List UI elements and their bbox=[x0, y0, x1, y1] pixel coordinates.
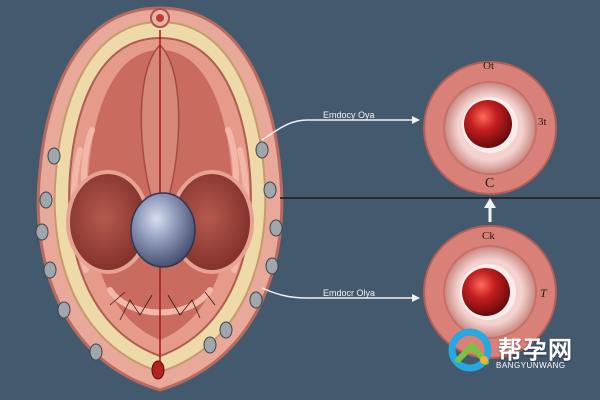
bottom-circle-right-label: T bbox=[540, 286, 547, 300]
organ-body bbox=[35, 6, 284, 392]
watermark-subtitle: BANGYUNWANG bbox=[496, 361, 566, 370]
top-stage-circle bbox=[423, 61, 557, 195]
bottom-circle-top-label: Ck bbox=[482, 230, 495, 242]
egg-cell bbox=[130, 192, 196, 268]
watermark-title: 帮孕网 bbox=[498, 336, 573, 364]
q-logo-icon bbox=[448, 328, 492, 372]
arrow-up-icon bbox=[484, 198, 496, 222]
top-node-core bbox=[156, 14, 164, 22]
top-circle-top-label: Ot bbox=[483, 60, 494, 72]
arrow-right-icon bbox=[261, 287, 420, 302]
vein-network bbox=[109, 291, 216, 321]
arrow-right-icon bbox=[261, 116, 420, 141]
top-circle-right-label: 3t bbox=[538, 116, 547, 128]
top-arrow-label: Emdocy Oya bbox=[323, 110, 375, 120]
top-circle-bottom-label: C bbox=[485, 176, 495, 191]
bottom-stage-circle bbox=[423, 225, 557, 359]
bottom-arrow-label: Emdocr Olya bbox=[323, 288, 376, 298]
cervix-node bbox=[151, 360, 165, 380]
watermark: 帮孕网 BANGYUNWANG bbox=[446, 328, 596, 376]
side-nodules bbox=[35, 141, 283, 361]
